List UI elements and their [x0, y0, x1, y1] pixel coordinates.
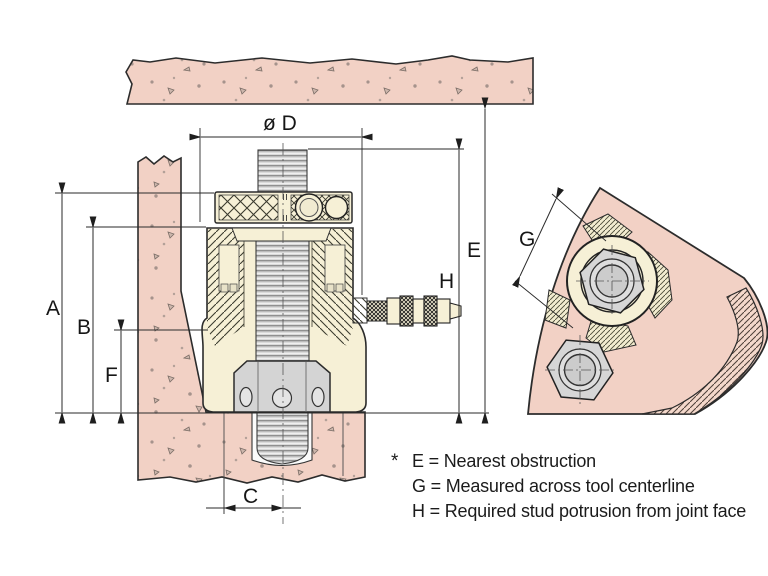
nut-tommy-hole — [311, 386, 325, 408]
legend-line-e: E = Nearest obstruction — [412, 451, 596, 471]
dim-D — [189, 128, 373, 295]
label-H: H — [439, 270, 454, 293]
turning-ring — [214, 191, 353, 224]
top-view-nut-upper — [576, 245, 649, 317]
label-F: F — [105, 364, 118, 387]
label-E: E — [467, 239, 481, 262]
nut-tommy-hole — [239, 386, 253, 408]
stud-middle — [255, 240, 310, 363]
label-B: B — [77, 316, 91, 339]
hydraulic-coupler — [352, 295, 462, 327]
dim-C — [206, 478, 301, 514]
legend-star: * — [391, 451, 399, 472]
dim-A — [55, 182, 214, 424]
hex-nut — [233, 360, 331, 413]
dim-H — [308, 138, 464, 424]
legend-line-g: G = Measured across tool centerline — [412, 476, 695, 496]
tommy-hole-small — [324, 195, 349, 220]
coupler-boss — [352, 297, 368, 324]
coupler-nipple — [366, 300, 388, 322]
obstruction-bar — [125, 55, 534, 105]
nut-tommy-hole — [271, 387, 293, 409]
puller-cap — [231, 227, 332, 242]
section-view — [55, 55, 534, 524]
flange-wall — [137, 155, 366, 484]
flange-rim-hatch — [641, 287, 764, 415]
dimensions — [55, 97, 489, 514]
legend-line-h: H = Required stud potrusion from joint f… — [412, 501, 746, 521]
legend: * E = Nearest obstruction G = Measured a… — [391, 451, 746, 521]
dim-F — [114, 319, 208, 424]
label-D: ø D — [263, 112, 297, 135]
label-A: A — [46, 297, 60, 320]
dim-G — [512, 187, 607, 329]
top-view — [512, 186, 768, 415]
stud-lower — [256, 412, 309, 465]
piston-pockets — [218, 244, 346, 293]
label-C: C — [243, 485, 258, 508]
dim-B — [86, 216, 206, 424]
stud-top — [257, 149, 308, 193]
top-view-nut-lower — [545, 335, 616, 404]
